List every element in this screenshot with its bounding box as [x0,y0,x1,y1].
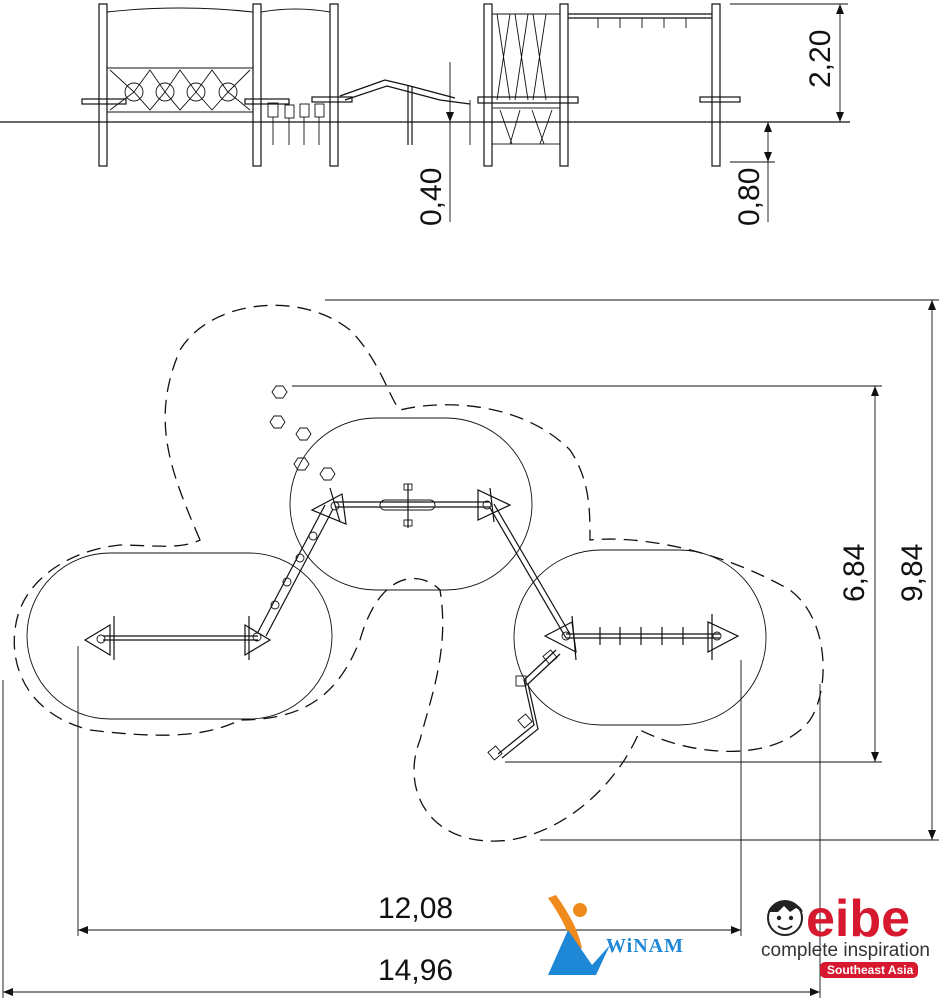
dim-width-inner: 12,08 [378,892,453,925]
dim-height-platform: 0,40 [415,168,448,226]
winam-wordmark: WiNAM [606,935,684,957]
safety-area-outline [13,304,824,842]
elevation-view: 2,20 0,40 0,80 [0,3,850,226]
eibe-face-icon [767,900,803,936]
balance-beam [339,79,471,145]
dim-depth-outer: 9,84 [896,544,929,602]
eibe-tagline: complete inspiration [761,940,930,961]
impact-zone-left [26,552,333,720]
eibe-logo: eibe complete inspiration Southeast Asia [761,890,930,978]
winam-figure-head [573,903,587,917]
dim-depth-inner: 6,84 [838,544,871,602]
winam-swoosh-orange [548,895,582,950]
dim-height-total: 2,20 [804,30,837,88]
impact-zone-right [513,549,767,726]
dim-width-outer: 14,96 [378,954,453,987]
eibe-wordmark: eibe [806,890,910,948]
eibe-region-label: Southeast Asia [827,963,914,977]
elevation-dimension-lines [446,3,848,222]
equipment-plan [83,385,740,761]
winam-figure-body [548,930,610,975]
winam-logo: WiNAM [548,895,684,975]
plan-view: 6,84 9,84 12,08 14,96 [2,299,939,998]
impact-zone-center [289,417,533,591]
plan-dimension-lines [2,299,939,998]
eibe-region-badge [820,962,918,978]
dim-height-freefall: 0,80 [733,168,766,226]
monkey-bars-frame [477,3,741,167]
net-climber-frame [81,3,353,167]
